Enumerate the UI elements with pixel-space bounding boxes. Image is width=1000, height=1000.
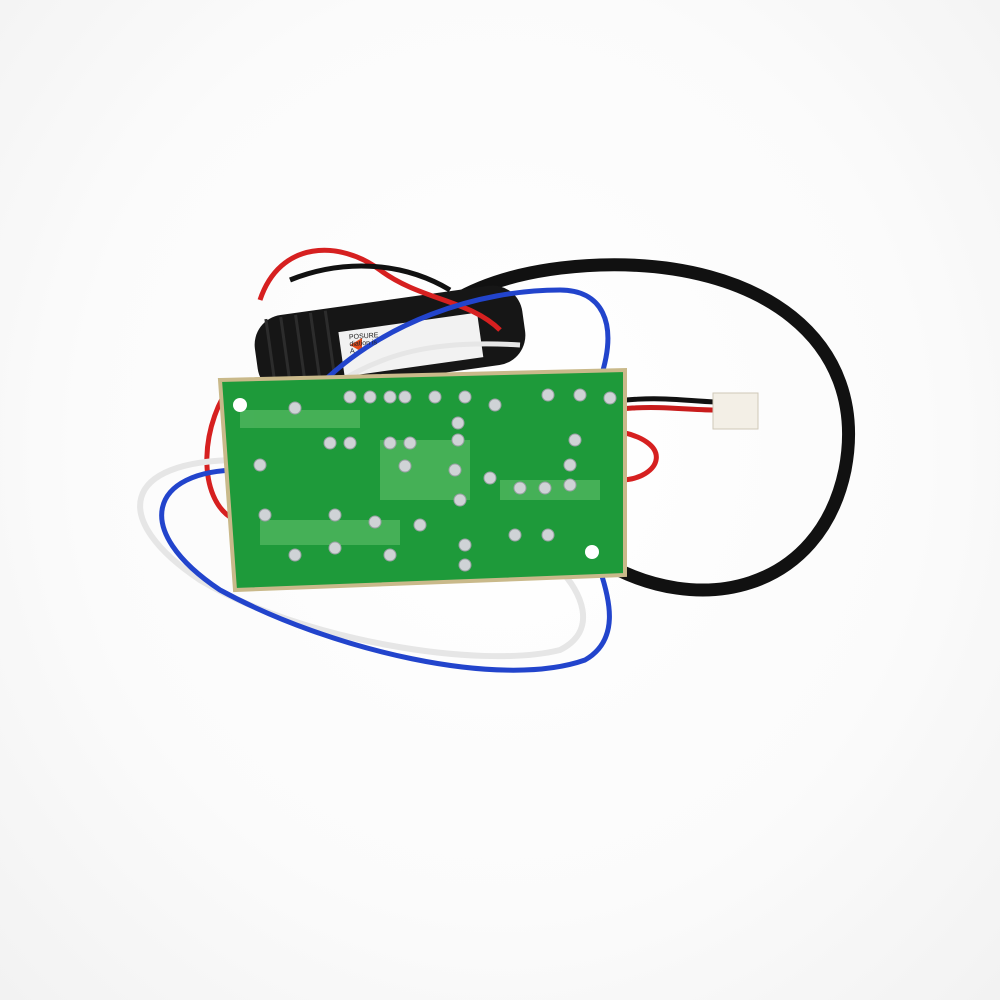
pcb-board	[217, 367, 627, 593]
laser-module	[254, 285, 526, 395]
mounting-hole	[233, 398, 247, 412]
mounting-hole	[585, 545, 599, 559]
warning-label-text: POSURE diation is A	[349, 326, 471, 374]
jst-connector	[712, 392, 759, 430]
warning-label	[338, 312, 484, 377]
warning-arrow-icon	[350, 338, 362, 352]
